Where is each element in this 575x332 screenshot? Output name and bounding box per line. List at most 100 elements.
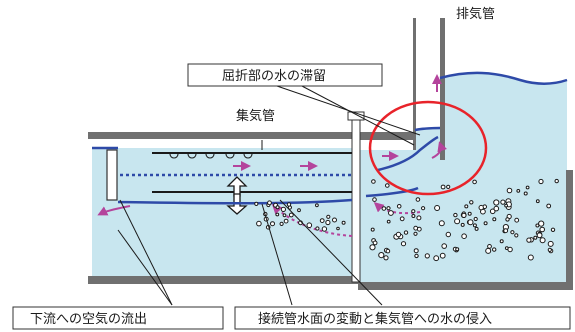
bubble [527,254,534,261]
label-connection-water-text: 接続管水面の変動と集気管への水の侵入 [258,311,492,327]
bubble [369,244,376,251]
bubble [275,205,280,210]
bubble [536,232,543,239]
bubble [386,206,391,211]
bubble [400,241,407,247]
bubble [424,253,430,259]
bubble [434,205,441,211]
bubble [370,227,375,232]
partition-wall [351,119,361,283]
pipe-end-cap [106,149,118,201]
bubble [411,209,416,214]
bubble [439,252,446,259]
bubble [523,191,528,196]
bubble [474,226,479,231]
label-bend-water-text: 屈折部の水の滞留 [222,69,326,84]
leader-lines [117,84,421,306]
label-bend-water: 屈折部の水の滞留 [187,63,383,87]
bubble [286,202,292,207]
bubble [478,204,484,211]
bubble [464,204,469,209]
bubble [315,226,320,231]
bubble [279,221,284,226]
bubble [472,223,477,228]
bubble [473,216,478,222]
air-bubbles [254,178,559,262]
bubble [461,233,467,239]
tank-right-wall [566,170,573,290]
bubble [385,248,391,254]
bubble [399,216,405,222]
bubble [326,214,331,219]
bubble [415,197,421,202]
bubble [381,206,387,211]
bubble [487,244,492,249]
label-connection-water: 接続管水面の変動と集気管への水の侵入 [234,306,571,330]
label-exhaust-pipe-text: 排気管 [456,6,495,22]
bubble [438,220,445,227]
bubble [538,178,544,185]
bubble [319,218,325,224]
bubble [433,255,440,262]
bubble [421,206,426,211]
bubble [413,248,419,254]
bubble [288,212,294,218]
bubble [460,222,465,227]
bubble [414,253,419,259]
bubble [535,199,540,204]
bubble [547,247,552,252]
bubble [256,220,262,227]
bubble [455,247,460,252]
bubble [525,185,530,190]
bubble [306,222,313,228]
bubble [396,204,402,209]
bubble [383,255,389,261]
bubble [411,214,416,218]
bubble [372,240,378,246]
bubble [492,247,497,252]
pipe-water [92,148,356,276]
bubble [454,218,461,225]
exhaust-right-wall [440,18,445,160]
bubble [325,219,331,226]
bubble [267,200,272,206]
bubble [341,220,346,225]
exhaust-left-wall [413,18,416,150]
bubble [507,246,513,253]
bubble [440,184,446,190]
bubble [493,205,500,212]
tank-water [360,72,567,283]
bubble [332,217,337,223]
label-collector-pipe-text: 集気管 [236,108,275,124]
bubble [395,231,402,238]
bubble [297,208,301,213]
bubble [275,212,280,217]
flow-arrows [97,74,447,237]
bubble [483,221,488,226]
bubble [510,230,515,235]
bubble [550,227,556,233]
water-surface-lines [92,71,568,205]
bubble [270,221,275,227]
bubble [514,233,519,238]
bubble [403,230,409,235]
bubble [445,231,451,238]
bubble [469,200,474,205]
tank-floor [358,282,572,290]
bubble [416,226,422,232]
bubble [386,219,391,224]
bubble [533,235,538,240]
label-air-outflow-text: 下流への空気の流出 [30,311,147,327]
bubble [506,187,513,194]
bubble [547,240,554,247]
bubble [388,210,394,216]
bubble [461,212,467,218]
bubble [539,237,546,244]
label-collector-pipe: 集気管 [236,108,275,124]
bubble [492,217,497,222]
bubble [514,217,520,223]
bubble [282,213,287,218]
bubble [413,231,418,236]
bubble [516,189,521,193]
